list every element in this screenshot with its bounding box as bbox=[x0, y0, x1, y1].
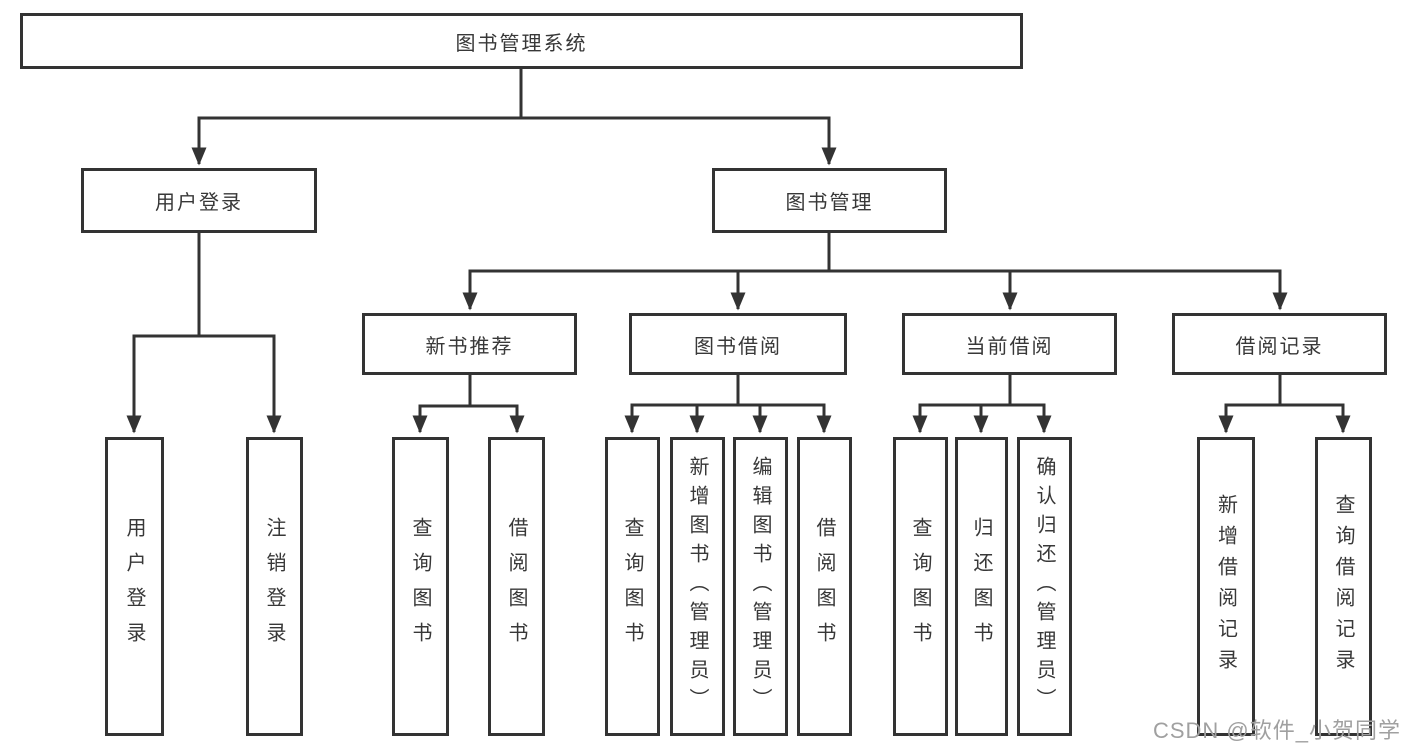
leaf-edit-book-admin: 编辑图书（管理员） bbox=[733, 437, 788, 736]
node-current-borrow: 当前借阅 bbox=[902, 313, 1117, 375]
leaf-label: 归还图书 bbox=[970, 516, 992, 657]
leaf-label: 新增图书（管理员） bbox=[686, 456, 708, 717]
leaf-label: 借阅图书 bbox=[505, 516, 527, 657]
leaf-user-login: 用户登录 bbox=[105, 437, 164, 736]
node-borrow-records: 借阅记录 bbox=[1172, 313, 1387, 375]
node-user-login: 用户登录 bbox=[81, 168, 317, 233]
leaf-label: 借阅图书 bbox=[813, 516, 835, 657]
leaf-query-books-recommend: 查询图书 bbox=[392, 437, 449, 736]
node-book-mgmt: 图书管理 bbox=[712, 168, 947, 233]
leaf-label: 用户登录 bbox=[123, 516, 145, 657]
leaf-label: 编辑图书（管理员） bbox=[749, 456, 771, 717]
leaf-confirm-return-admin: 确认归还（管理员） bbox=[1017, 437, 1072, 736]
node-book-borrow: 图书借阅 bbox=[629, 313, 847, 375]
node-label: 当前借阅 bbox=[965, 335, 1054, 358]
node-label: 新书推荐 bbox=[425, 335, 514, 358]
node-label: 图书管理系统 bbox=[455, 32, 588, 55]
node-root: 图书管理系统 bbox=[20, 13, 1023, 69]
node-label: 用户登录 bbox=[155, 192, 243, 214]
leaf-label: 查询借阅记录 bbox=[1332, 493, 1354, 680]
leaf-label: 确认归还（管理员） bbox=[1033, 456, 1055, 717]
leaf-add-book-admin: 新增图书（管理员） bbox=[670, 437, 725, 736]
leaf-return-books: 归还图书 bbox=[955, 437, 1008, 736]
leaf-label: 新增借阅记录 bbox=[1214, 493, 1237, 680]
leaf-label: 查询图书 bbox=[621, 516, 643, 657]
node-label: 图书管理 bbox=[785, 192, 874, 214]
leaf-borrow-books: 借阅图书 bbox=[797, 437, 852, 736]
leaf-label: 注销登录 bbox=[263, 516, 285, 657]
leaf-add-borrow-record: 新增借阅记录 bbox=[1197, 437, 1255, 736]
leaf-label: 查询图书 bbox=[409, 516, 431, 657]
node-new-book-recommend: 新书推荐 bbox=[362, 313, 577, 375]
leaf-query-books-current: 查询图书 bbox=[893, 437, 948, 736]
watermark: CSDN @软件_小贺同学 bbox=[1152, 718, 1401, 743]
leaf-query-borrow-record: 查询借阅记录 bbox=[1315, 437, 1372, 736]
leaf-logout: 注销登录 bbox=[246, 437, 303, 736]
leaf-label: 查询图书 bbox=[909, 516, 931, 657]
leaf-borrow-books-recommend: 借阅图书 bbox=[488, 437, 545, 736]
leaf-query-books-borrow: 查询图书 bbox=[605, 437, 660, 736]
node-label: 借阅记录 bbox=[1235, 335, 1324, 358]
node-label: 图书借阅 bbox=[694, 335, 782, 358]
